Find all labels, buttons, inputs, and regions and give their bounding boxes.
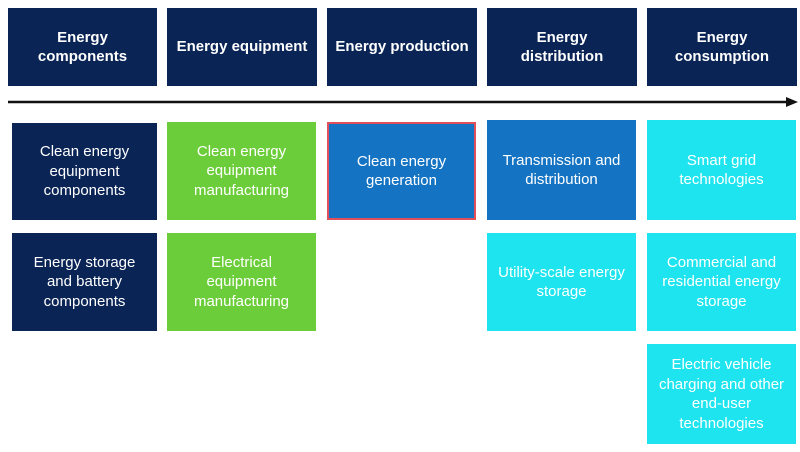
stage-header-production: Energy production: [327, 8, 477, 86]
cell-clean-energy-equipment-manufacturing: Clean energy equipment manufacturing: [167, 122, 316, 220]
cell-clean-energy-equipment-components: Clean energy equipment components: [12, 123, 157, 220]
cell-electrical-equipment-manufacturing: Electrical equipment manufacturing: [167, 233, 316, 331]
stage-header-consumption: Energy consumption: [647, 8, 797, 86]
value-chain-arrow: [8, 97, 798, 107]
cell-ev-charging-end-user-technologies: Electric vehicle charging and other end-…: [647, 344, 796, 444]
cell-transmission-and-distribution: Transmission and distribution: [487, 120, 636, 220]
cell-utility-scale-energy-storage: Utility-scale energy storage: [487, 233, 636, 331]
cell-clean-energy-generation: Clean energy generation: [327, 122, 476, 220]
stage-header-components: Energy components: [8, 8, 157, 86]
cell-energy-storage-battery-components: Energy storage and battery components: [12, 233, 157, 331]
stage-header-distribution: Energy distribution: [487, 8, 637, 86]
stage-header-equipment: Energy equipment: [167, 8, 317, 86]
cell-commercial-residential-energy-storage: Commercial and residential energy storag…: [647, 233, 796, 331]
cell-smart-grid-technologies: Smart grid technologies: [647, 120, 796, 220]
